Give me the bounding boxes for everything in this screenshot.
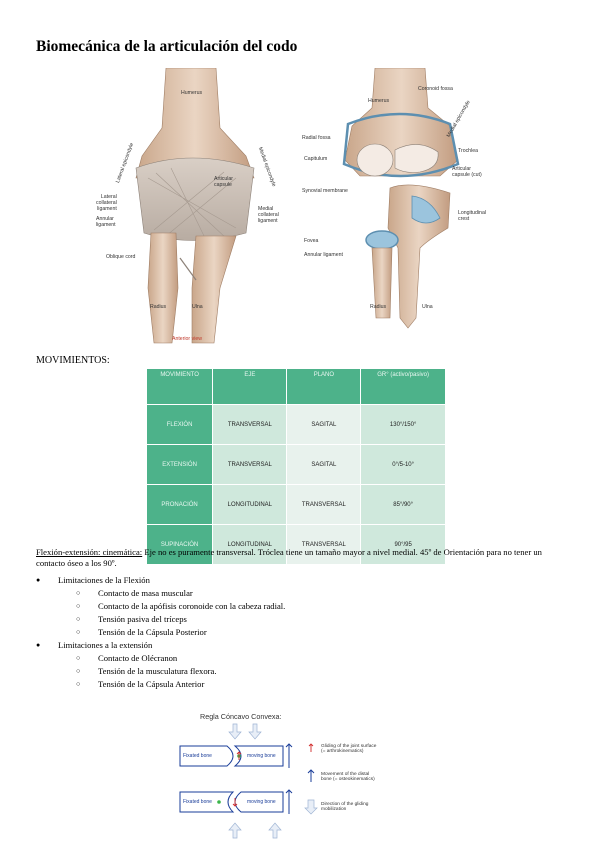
- table-cell: TRANSVERSAL: [213, 445, 287, 484]
- concave-convex-figure: Fixated bone moving bone Fixated bone mo…: [175, 722, 415, 840]
- legend-movement: Movement of the distal bone (= osteokine…: [321, 772, 375, 782]
- kinematics-text: Eje no es puramente transversal. Tróclea…: [36, 547, 542, 568]
- table-cell: TRANSVERSAL: [287, 525, 361, 564]
- limitations-list: Limitaciones de la Flexión Contacto de m…: [36, 574, 285, 691]
- table-cell-movement: EXTENSIÓN: [147, 445, 213, 484]
- table-header: EJE: [213, 369, 287, 404]
- table-row: FLEXIÓN TRANSVERSAL SAGITAL 130°/150°: [147, 405, 445, 444]
- table-cell-movement: PRONACIÓN: [147, 485, 213, 524]
- list-item-extension-limits: Limitaciones a la extensión Contacto de …: [36, 639, 285, 691]
- label-fovea: Fovea: [304, 238, 319, 244]
- list-item: Contacto de Olécranon: [76, 652, 285, 665]
- movements-table: MOVIMIENTO EJE PLANO GR° (activo/pasivo)…: [146, 368, 446, 565]
- legend-direction: Direction of the gliding mobilization: [321, 802, 369, 812]
- table-header: MOVIMIENTO: [147, 369, 213, 404]
- list-item: Contacto de masa muscular: [76, 587, 285, 600]
- label-ulna-r: Ulna: [422, 304, 433, 310]
- rule-title: Regla Cóncavo Convexa:: [200, 712, 282, 721]
- label-annular: Annular ligament: [96, 216, 116, 228]
- page-title: Biomecánica de la articulación del codo: [36, 38, 298, 55]
- list-item-flexion-limits: Limitaciones de la Flexión Contacto de m…: [36, 574, 285, 639]
- label-annular-r: Annular ligament: [304, 252, 343, 258]
- table-header: PLANO: [287, 369, 361, 404]
- elbow-anterior-figure: Humerus Lateral epicondyle Medial epicon…: [96, 67, 286, 348]
- label-oblique-cord: Oblique cord: [106, 254, 136, 260]
- list-item-title: Limitaciones de la Flexión: [58, 575, 150, 585]
- concave-convex-diagram: [179, 723, 318, 839]
- label-moving-bone-bottom: moving bone: [247, 799, 276, 805]
- table-cell-movement: FLEXIÓN: [147, 405, 213, 444]
- label-humerus: Humerus: [181, 90, 203, 96]
- table-cell: TRANSVERSAL: [213, 405, 287, 444]
- table-cell: TRANSVERSAL: [287, 485, 361, 524]
- list-item: Tensión pasiva del tríceps: [76, 613, 285, 626]
- label-coronoid-fossa: Coronoid fossa: [418, 86, 453, 92]
- table-row: PRONACIÓN LONGITUDINAL TRANSVERSAL 85°/9…: [147, 485, 445, 524]
- label-ulna: Ulna: [192, 304, 203, 310]
- label-fixated-bone-bottom: Fixated bone: [183, 799, 212, 805]
- table-cell: LONGITUDINAL: [213, 485, 287, 524]
- label-humerus-r: Humerus: [368, 98, 390, 104]
- elbow-joint-illustration: [342, 67, 460, 329]
- label-radius-r: Radius: [370, 304, 387, 310]
- table-cell: SAGITAL: [287, 405, 361, 444]
- list-item: Contacto de la apófisis coronoide con la…: [76, 600, 285, 613]
- label-trochlea: Trochlea: [458, 148, 478, 154]
- label-capitulum: Capitulum: [304, 156, 328, 162]
- table-cell: SAGITAL: [287, 445, 361, 484]
- label-moving-bone-top: moving bone: [247, 753, 276, 759]
- label-radius: Radius: [150, 304, 167, 310]
- label-lateral-collateral: Lateral collateral ligament: [96, 194, 117, 212]
- table-header: GR° (activo/pasivo): [361, 369, 445, 404]
- table-cell-movement: SUPINACIÓN: [147, 525, 213, 564]
- kinematics-lead: Flexión-extensión: cinemática:: [36, 547, 143, 557]
- legend-gliding: Gliding of the joint surface (= arthroki…: [321, 744, 377, 754]
- table-header-row: MOVIMIENTO EJE PLANO GR° (activo/pasivo): [147, 369, 445, 404]
- table-cell: 90°/95: [361, 525, 445, 564]
- label-articular-capsule: Articular capsule: [214, 176, 234, 188]
- label-radial-fossa: Radial fossa: [302, 135, 331, 141]
- elbow-anterior-illustration: [135, 67, 255, 344]
- list-item: Tensión de la Cápsula Posterior: [76, 626, 285, 639]
- list-item-title: Limitaciones a la extensión: [58, 640, 153, 650]
- label-articular-capsule-cut: Articular capsule (cut): [452, 166, 482, 178]
- list-item: Tensión de la Cápsula Anterior: [76, 678, 285, 691]
- table-cell: LONGITUDINAL: [213, 525, 287, 564]
- list-item: Tensión de la musculatura flexora.: [76, 665, 285, 678]
- table-row: SUPINACIÓN LONGITUDINAL TRANSVERSAL 90°/…: [147, 525, 445, 564]
- table-cell: 85°/90°: [361, 485, 445, 524]
- table-cell: 0°/5-10°: [361, 445, 445, 484]
- label-fixated-bone-top: Fixated bone: [183, 753, 212, 759]
- section-title: MOVIMIENTOS:: [36, 355, 110, 366]
- table-cell: 130°/150°: [361, 405, 445, 444]
- label-synovial-membrane: Synovial membrane: [302, 188, 348, 194]
- label-longitudinal-crest: Longitudinal crest: [458, 210, 486, 222]
- table-row: EXTENSIÓN TRANSVERSAL SAGITAL 0°/5-10°: [147, 445, 445, 484]
- label-anterior-view: Anterior view: [172, 336, 202, 342]
- kinematics-paragraph: Flexión-extensión: cinemática: Eje no es…: [36, 547, 566, 569]
- label-medial-collateral: Medial collateral ligament: [258, 206, 279, 224]
- elbow-joint-figure: Humerus Coronoid fossa Medial epicondyle…: [300, 67, 500, 348]
